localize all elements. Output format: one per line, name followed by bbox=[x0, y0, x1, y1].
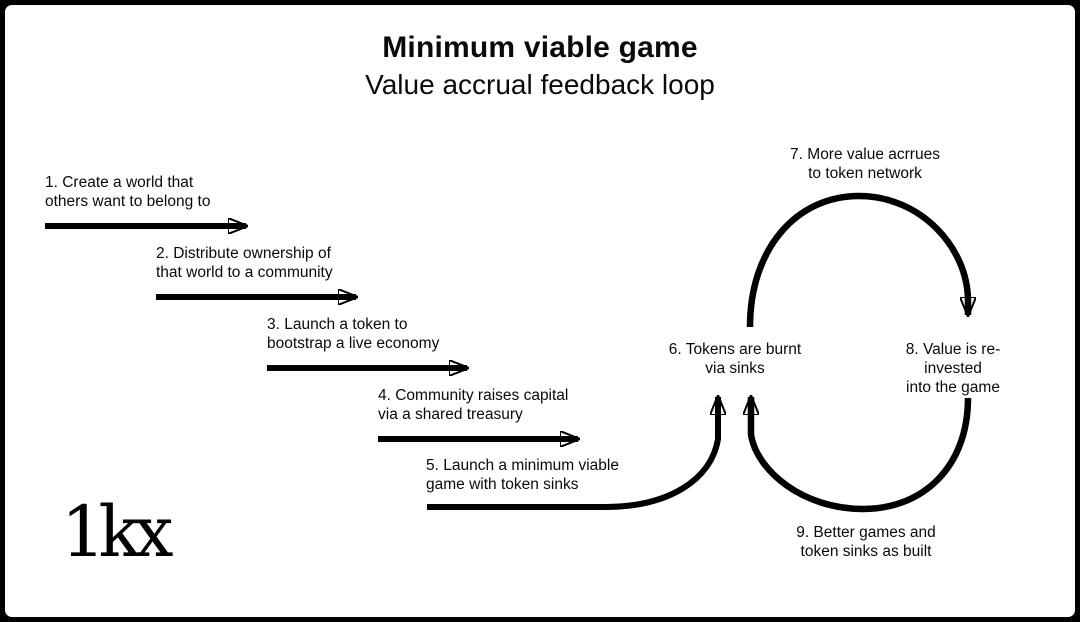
loop-bottom-arc-arrow bbox=[751, 397, 972, 513]
loop-top-arc-arrow bbox=[746, 192, 968, 328]
step-4-label: 4. Community raises capital via a shared… bbox=[378, 387, 569, 423]
diagram-title: Minimum viable game bbox=[382, 31, 698, 64]
step-5-label: 5. Launch a minimum viable game with tok… bbox=[426, 457, 619, 493]
step-3-label: 3. Launch a token to bootstrap a live ec… bbox=[267, 316, 440, 352]
logo-1kx: 1kx bbox=[61, 491, 173, 573]
loop-node-8-label: 8. Value is re-invested into the game bbox=[905, 341, 1001, 396]
diagram-subtitle: Value accrual feedback loop bbox=[365, 68, 715, 100]
step-1-label: 1. Create a world that others want to be… bbox=[45, 174, 211, 210]
loop-node-6-label: 6. Tokens are burnt via sinks bbox=[668, 341, 802, 377]
loop-node-9-label: 9. Better games and token sinks as built bbox=[796, 524, 936, 560]
loop-node-7-label: 7. More value acrrues to token network bbox=[790, 146, 940, 182]
title-block: Minimum viable game Value accrual feedba… bbox=[5, 31, 1075, 101]
step-2-label: 2. Distribute ownership of that world to… bbox=[156, 245, 333, 281]
